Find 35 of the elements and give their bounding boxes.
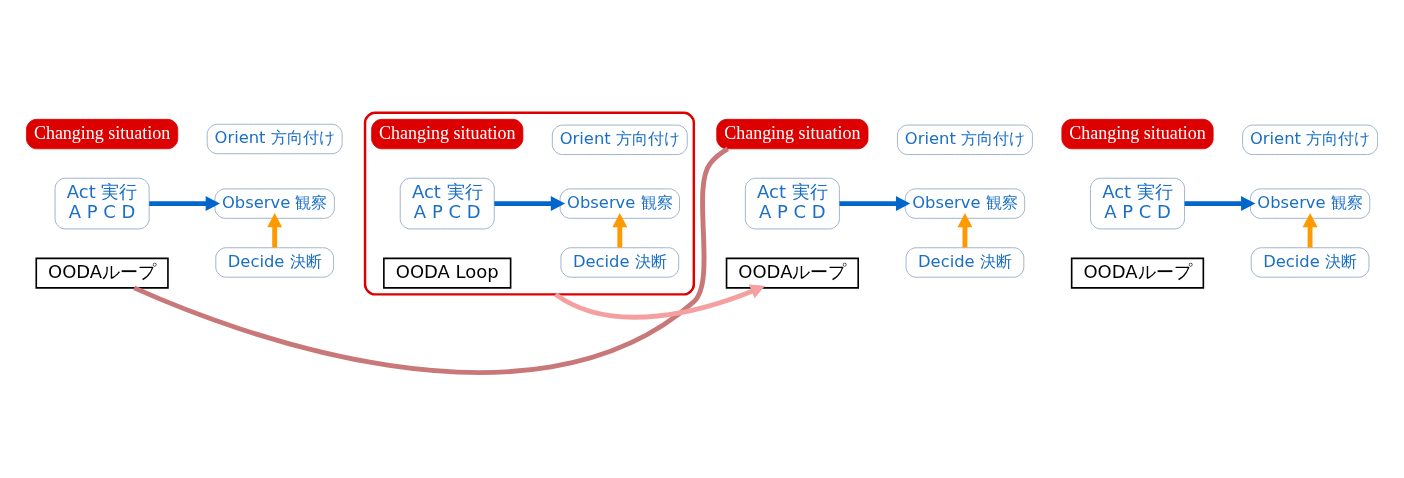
node-box: Act 実行 A P C D xyxy=(399,177,495,229)
node-box: Decide 決断 xyxy=(905,246,1025,278)
connector xyxy=(133,146,730,375)
arrow xyxy=(554,283,765,320)
arrow xyxy=(957,212,973,247)
node-box: Decide 決断 xyxy=(560,246,680,278)
node-box: Changing situation xyxy=(26,118,179,149)
arrow xyxy=(267,212,283,247)
node-box: Orient 方向付け xyxy=(1242,124,1378,155)
node-box: OODA Loop xyxy=(383,257,512,289)
cluster xyxy=(363,111,696,296)
node-box: Orient 方向付け xyxy=(551,124,688,155)
node-box: Changing situation xyxy=(716,118,869,149)
node-box: Changing situation xyxy=(1061,118,1214,149)
arrow xyxy=(1184,195,1256,211)
arrow xyxy=(1302,212,1318,247)
node-box: Changing situation xyxy=(371,118,524,149)
node-box: Act 実行 A P C D xyxy=(1090,177,1185,229)
node-box: Observe 観察 xyxy=(214,187,335,219)
arrow xyxy=(494,195,566,211)
node-box: OODAループ xyxy=(35,257,169,289)
node-box: Observe 観察 xyxy=(904,187,1026,219)
node-box: OODAループ xyxy=(1070,257,1205,289)
node-box: Act 実行 A P C D xyxy=(744,177,840,229)
node-box: Act 実行 A P C D xyxy=(54,177,150,229)
arrow xyxy=(149,195,220,211)
node-box: OODAループ xyxy=(725,257,860,289)
node-box: Decide 決断 xyxy=(1250,246,1370,278)
node-box: Observe 観察 xyxy=(559,187,680,219)
node-box: Observe 観察 xyxy=(1249,187,1371,219)
node-box: Orient 方向付け xyxy=(897,124,1033,155)
arrow xyxy=(612,212,628,247)
node-box: Decide 決断 xyxy=(215,246,334,278)
node-box: Orient 方向付け xyxy=(206,123,343,154)
arrow xyxy=(839,195,911,211)
